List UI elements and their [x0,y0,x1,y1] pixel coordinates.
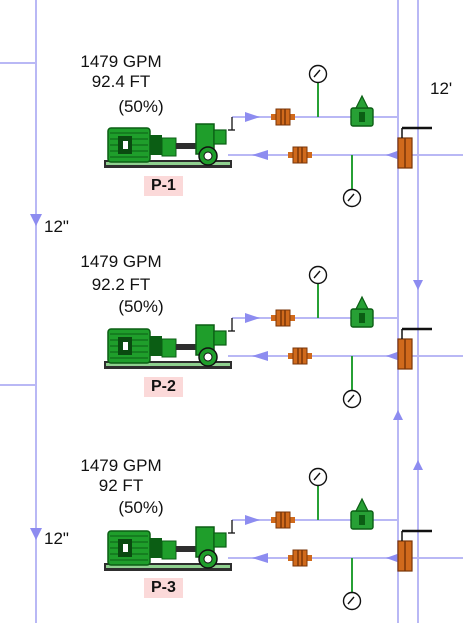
flow-arrow-right [245,515,260,525]
flow-arrow-left [386,150,400,160]
pump2-speed: (50%) [118,297,164,316]
pump3-flow: 1479 GPM [80,456,162,475]
pipe-size-lower: 12" [44,529,69,548]
pump3-speed: (50%) [118,498,164,517]
pump1-head: 92.4 FT [91,72,151,91]
flow-arrow-right [245,313,260,323]
coupling-icon [161,137,177,157]
pressure-gauge-icon [342,591,362,611]
pressure-gauge-icon [308,265,328,285]
flow-arrow-left [252,351,268,361]
supply-arrow-up-1 [393,410,403,420]
coupling-icon [161,540,177,560]
pump1-speed: (50%) [118,97,164,116]
pressure-gauge-icon [342,188,362,208]
pump2-head: 92.2 FT [91,275,151,294]
pressure-gauge-icon [308,467,328,487]
pump1-flow: 1479 GPM [80,52,162,71]
pump-row-2 [104,265,463,409]
coupling-icon [161,338,177,358]
supply-arrow-up-2 [413,460,423,470]
pump3-tag: P-3 [144,578,183,598]
pipe-size-top-right: 12' [430,79,453,98]
flow-arrow-left [252,553,268,563]
pressure-gauge-icon [342,389,362,409]
flow-arrow-left [386,351,400,361]
pump-row-1 [104,64,463,208]
pump-row-3 [104,467,463,611]
flow-arrow-left [386,553,400,563]
header-arrow-down-1 [30,214,42,226]
pump1-tag: P-1 [144,176,183,196]
pump2-tag: P-2 [144,377,183,397]
pressure-gauge-icon [308,64,328,84]
header-arrow-down-2 [30,528,42,540]
pump2-flow: 1479 GPM [80,252,162,271]
flow-arrow-right [245,112,260,122]
flow-arrow-left [252,150,268,160]
pump3-head: 92 FT [98,476,144,495]
return-arrow-down [413,280,423,290]
pipe-size-upper: 12" [44,217,69,236]
